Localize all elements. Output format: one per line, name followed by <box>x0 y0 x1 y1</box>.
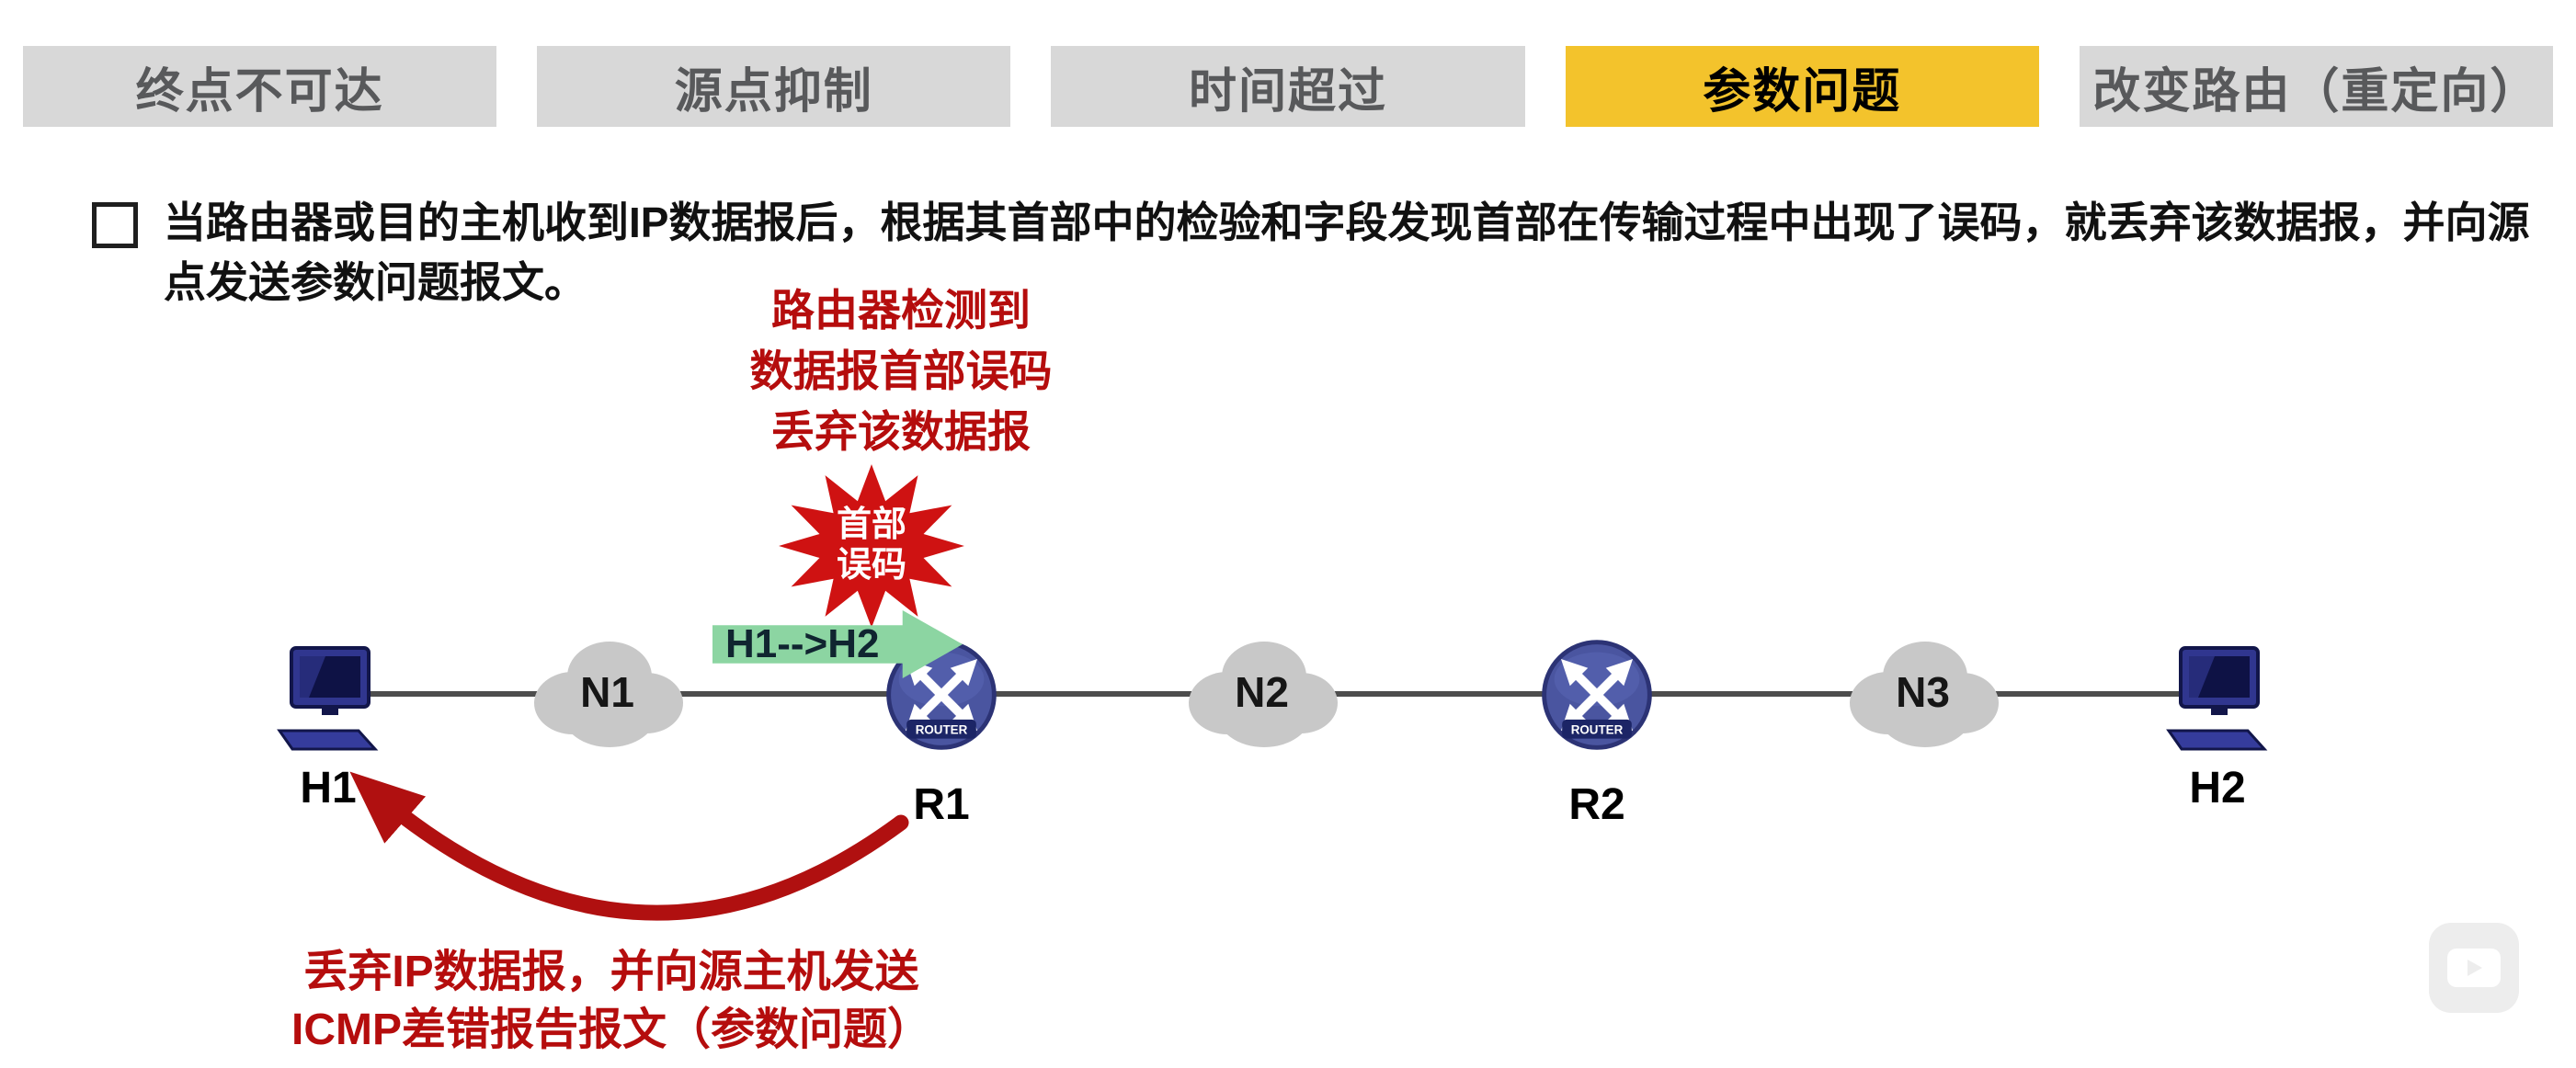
play-tv-icon <box>2447 949 2501 987</box>
node-label-h2: H2 <box>2189 764 2246 812</box>
packet-arrow-label: H1-->H2 <box>725 621 880 666</box>
router-badge: ROUTER <box>916 723 968 737</box>
router-detect-annotation: 路由器检测到 数据报首部误码 丢弃该数据报 <box>644 280 1158 461</box>
header-error-burst: 首部 误码 <box>774 458 969 634</box>
cloud-icon <box>1850 642 1999 747</box>
annotation-line: 丢弃该数据报 <box>771 406 1031 456</box>
tab-source-quench[interactable]: 源点抑制 <box>537 46 1011 127</box>
network-cloud-n1: N1 <box>518 625 697 754</box>
bullet-text: 当路由器或目的主机收到IP数据报后，根据其首部中的检验和字段发现首部在传输过程中… <box>164 199 2530 307</box>
router-icon: ROUTER <box>1542 640 1652 750</box>
host-computer-icon <box>2166 646 2268 751</box>
node-label-r2: R2 <box>1568 780 1625 829</box>
tab-time-exceeded[interactable]: 时间超过 <box>1051 46 1525 127</box>
burst-line: 误码 <box>836 546 906 585</box>
icmp-reply-arrow <box>303 744 984 1020</box>
annotation-line: ICMP差错报告报文（参数问题） <box>291 1006 931 1055</box>
router-r2: ROUTER <box>1541 639 1653 751</box>
packet-arrow: H1-->H2 <box>712 610 963 678</box>
tab-parameter-problem[interactable]: 参数问题 <box>1565 46 2039 127</box>
host-h1 <box>268 643 388 759</box>
tab-destination-unreachable[interactable]: 终点不可达 <box>23 46 497 127</box>
curved-arrow-icon <box>349 771 909 921</box>
network-cloud-n3: N3 <box>1833 625 2012 754</box>
router-badge: ROUTER <box>1571 723 1624 737</box>
node-label-r1: R1 <box>913 780 970 829</box>
burst-label: 首部 误码 <box>774 458 969 634</box>
annotation-line: 路由器检测到 <box>771 286 1031 335</box>
annotation-line: 丢弃IP数据报，并向源主机发送 <box>303 948 919 996</box>
network-cloud-n2: N2 <box>1172 625 1351 754</box>
cloud-label: N1 <box>580 668 634 716</box>
cloud-label: N3 <box>1896 668 1950 716</box>
annotation-line: 数据报首部误码 <box>749 346 1053 395</box>
icmp-error-annotation: 丢弃IP数据报，并向源主机发送 ICMP差错报告报文（参数问题） <box>138 943 1085 1060</box>
host-computer-icon <box>277 646 379 751</box>
bullet-checkbox <box>92 202 138 248</box>
cloud-icon <box>534 642 683 747</box>
tab-redirect[interactable]: 改变路由（重定向） <box>2079 46 2554 127</box>
burst-icon <box>779 464 964 628</box>
category-tabs: 终点不可达 源点抑制 时间超过 参数问题 改变路由（重定向） <box>23 46 2554 127</box>
cloud-icon <box>1189 642 1338 747</box>
bullet-row: 当路由器或目的主机收到IP数据报后，根据其首部中的检验和字段发现首部在传输过程中… <box>92 193 2547 313</box>
host-h2 <box>2158 643 2277 759</box>
cloud-label: N2 <box>1235 668 1289 716</box>
node-label-h1: H1 <box>300 764 357 812</box>
video-player-icon[interactable] <box>2429 923 2519 1013</box>
burst-line: 首部 <box>836 506 906 545</box>
